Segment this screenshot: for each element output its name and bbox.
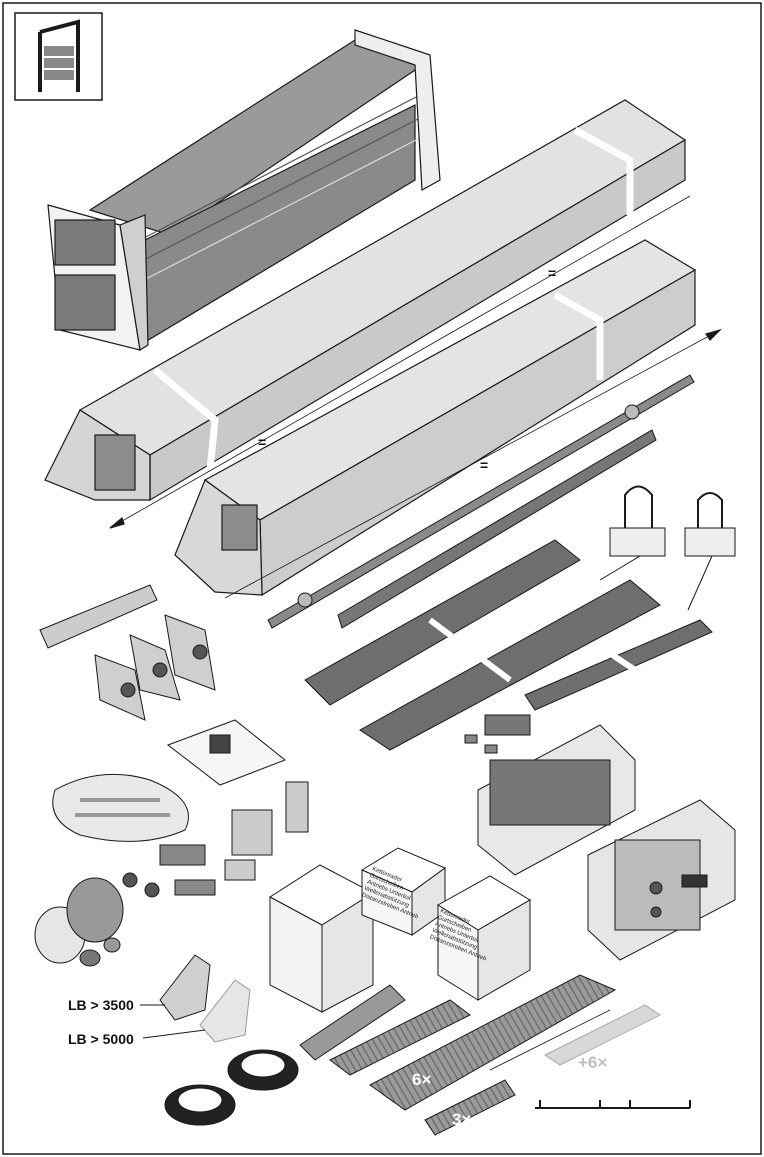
seal-strips xyxy=(329,974,661,1136)
floor-profile xyxy=(535,1100,691,1109)
support-bracket-lb5000 xyxy=(199,979,251,1043)
qty-seal-plus-6x: +6× xyxy=(578,1053,607,1072)
instruction-manual xyxy=(166,719,286,786)
equal-mark-2: = xyxy=(480,457,488,473)
sectional-door-icon xyxy=(14,12,103,101)
drive-shaft xyxy=(267,374,695,629)
small-hardware xyxy=(122,781,309,898)
drive-motor-box xyxy=(477,724,636,876)
support-bracket-lb3500 xyxy=(159,954,211,1021)
guide-rail-box-upper xyxy=(44,99,691,529)
rail-transport-crate xyxy=(47,29,441,351)
channel-rail xyxy=(337,429,657,629)
roller-brackets xyxy=(599,485,736,611)
label-lb-3500: LB > 3500 xyxy=(68,997,134,1013)
lb5000-leader xyxy=(142,1029,206,1039)
fixing-anchors xyxy=(464,714,531,754)
screw-bag xyxy=(52,773,189,842)
mounting-brackets xyxy=(39,584,216,721)
rubber-coils xyxy=(164,1049,299,1126)
qty-seal-3x: 3× xyxy=(452,1110,471,1129)
equal-mark-1: = xyxy=(258,434,266,450)
sealant-cartridge xyxy=(299,984,406,1061)
label-lb-5000: LB > 5000 xyxy=(68,1031,134,1047)
equal-mark-3: = xyxy=(548,265,556,281)
cardboard-boxes xyxy=(269,847,531,1013)
qty-seal-6x: 6× xyxy=(412,1070,431,1089)
guide-rail-box-lower xyxy=(174,239,723,599)
belt-pulleys xyxy=(34,877,124,967)
track-panels xyxy=(304,539,713,751)
control-unit-box xyxy=(587,799,736,961)
equal-length-marks: = = = xyxy=(258,265,556,473)
